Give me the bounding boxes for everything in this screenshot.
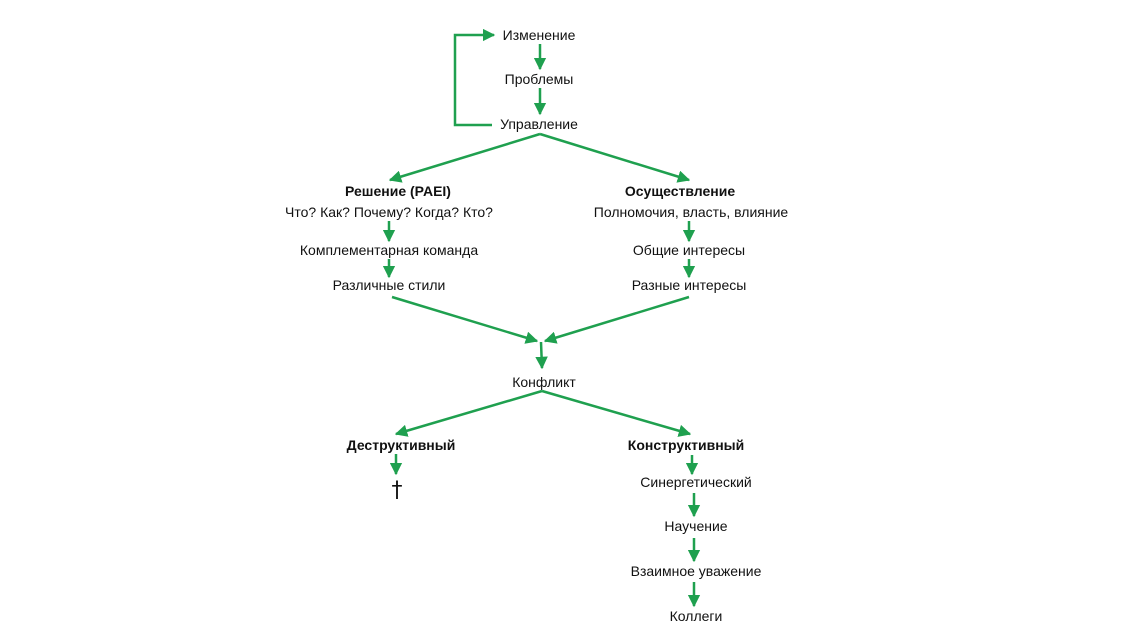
node-learning: Научение	[664, 518, 728, 534]
node-different-interests: Разные интересы	[631, 277, 747, 293]
node-conflict: Конфликт	[512, 374, 576, 390]
node-mutual-respect: Взаимное уважение	[630, 563, 762, 579]
node-decision: Решение (PAEI)	[345, 183, 451, 199]
node-destructive: Деструктивный	[346, 437, 456, 453]
node-problems: Проблемы	[504, 71, 574, 87]
node-management: Управление	[500, 116, 578, 132]
node-common-interests: Общие интересы	[632, 242, 746, 258]
arrow-management-implementation	[539, 132, 691, 183]
arrow-styles-merge	[391, 295, 539, 344]
arrow-interests-merge	[543, 295, 690, 344]
arrow-conflict-destructive	[394, 389, 543, 437]
node-synergetic: Синергетический	[640, 474, 752, 490]
node-different-styles: Различные стили	[332, 277, 446, 293]
loop-arrow	[453, 28, 496, 127]
node-change: Изменение	[502, 27, 576, 43]
node-decision-questions: Что? Как? Почему? Когда? Кто?	[285, 204, 493, 220]
arrow-merge-conflict	[535, 341, 548, 370]
arrow-conflict-constructive	[541, 389, 692, 437]
arrow-management-decision	[388, 132, 541, 183]
node-constructive: Конструктивный	[627, 437, 745, 453]
death-icon: †	[391, 478, 403, 503]
node-implementation: Осуществление	[624, 183, 736, 199]
node-complementary-team: Комплементарная команда	[299, 242, 479, 258]
node-authority: Полномочия, власть, влияние	[593, 204, 789, 220]
node-colleagues: Коллеги	[669, 608, 723, 624]
